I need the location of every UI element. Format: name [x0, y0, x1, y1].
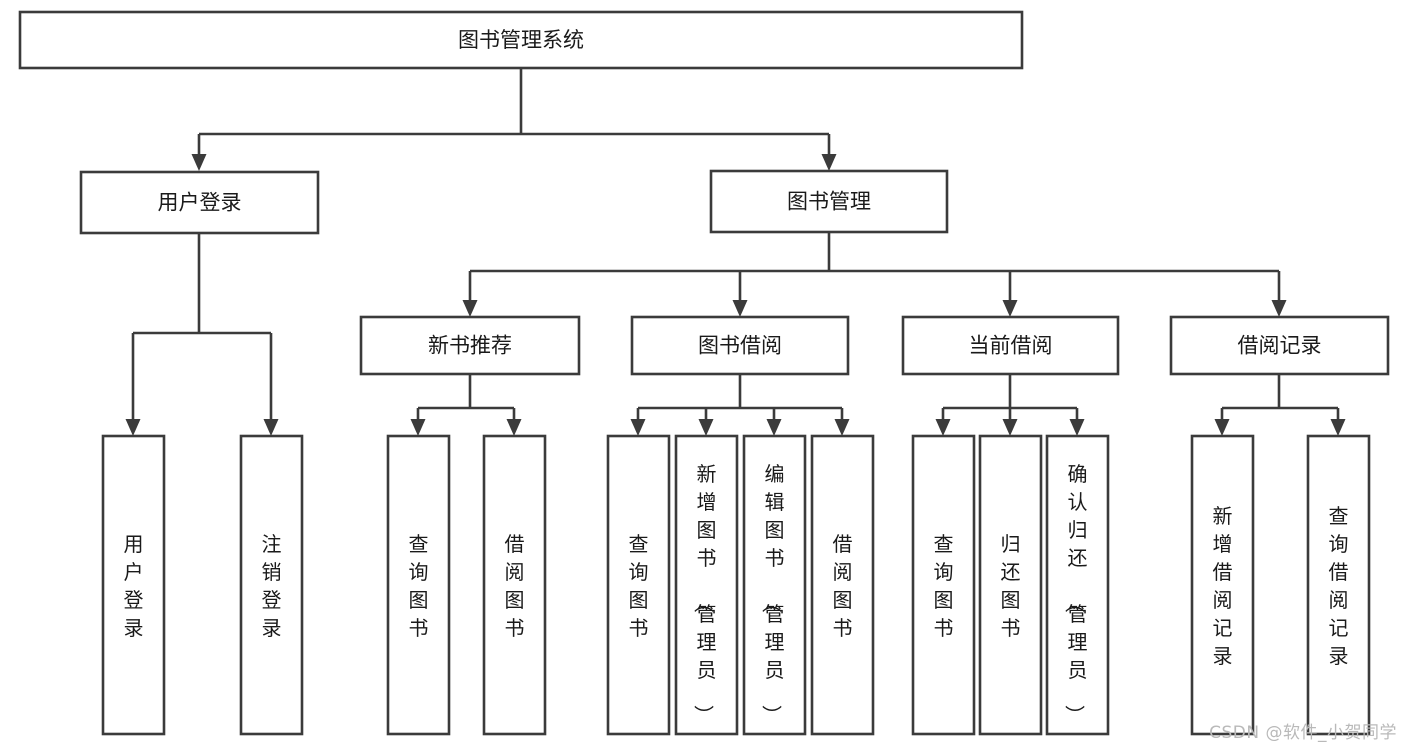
arrow-head-icon [263, 419, 279, 436]
node-box[interactable] [359, 315, 581, 376]
node-box[interactable] [1306, 434, 1371, 736]
node-current-borrow[interactable]: 当前借阅 [901, 315, 1120, 376]
node-leaf-add-record[interactable]: 新增借阅记录 [1190, 434, 1255, 736]
node-label: 查询借阅记录 [1329, 504, 1349, 668]
edge-group-current-borrow-to-leaves [935, 374, 1085, 436]
node-label: 图书管理系统 [458, 28, 584, 52]
edge-group-book-manage-to-level2 [462, 232, 1287, 317]
node-leaf-edit-book[interactable]: 编辑图书（管理员） [742, 434, 807, 736]
node-box[interactable] [810, 434, 875, 736]
node-label: 用户登录 [158, 191, 242, 215]
node-book-borrow[interactable]: 图书借阅 [630, 315, 850, 376]
node-label: 当前借阅 [969, 334, 1053, 358]
arrow-head-icon [630, 419, 646, 436]
node-box[interactable] [482, 434, 547, 736]
arrow-head-icon [462, 300, 478, 317]
arrow-head-icon [732, 300, 748, 317]
edge-group-book-borrow-to-leaves [630, 374, 850, 436]
arrow-head-icon [1271, 300, 1287, 317]
node-label: 归还图书 [1001, 532, 1021, 640]
node-label: 借阅图书 [505, 532, 525, 640]
node-label: 注销登录 [262, 532, 282, 640]
node-box[interactable] [386, 434, 451, 736]
node-label: 查询图书 [629, 532, 649, 640]
node-label: 查询图书 [409, 532, 429, 640]
node-leaf-return-book[interactable]: 归还图书 [978, 434, 1043, 736]
node-box[interactable] [911, 434, 976, 736]
node-box[interactable] [79, 170, 320, 235]
node-label: 查询图书 [934, 532, 954, 640]
node-boxes-layer: 图书管理系统用户登录图书管理新书推荐图书借阅当前借阅借阅记录用户登录注销登录查询… [18, 10, 1390, 736]
node-box[interactable] [742, 434, 807, 736]
node-leaf-borrow-book-2[interactable]: 借阅图书 [810, 434, 875, 736]
edge-group-user-login-to-leaves [125, 233, 279, 436]
node-box[interactable] [1169, 315, 1390, 376]
arrow-head-icon [766, 419, 782, 436]
node-label: 新书推荐 [428, 334, 512, 358]
edge-group-root-to-level1 [191, 68, 837, 171]
node-borrow-record[interactable]: 借阅记录 [1169, 315, 1390, 376]
node-leaf-query-book-2[interactable]: 查询图书 [606, 434, 671, 736]
node-box[interactable] [239, 434, 304, 736]
node-box[interactable] [978, 434, 1043, 736]
node-leaf-query-record[interactable]: 查询借阅记录 [1306, 434, 1371, 736]
arrow-head-icon [410, 419, 426, 436]
connector-lines-layer [125, 68, 1346, 436]
arrow-head-icon [935, 419, 951, 436]
csdn-watermark: CSDN @软件_小贺同学 [1209, 723, 1397, 743]
node-box[interactable] [606, 434, 671, 736]
node-box[interactable] [18, 10, 1024, 70]
node-user-login[interactable]: 用户登录 [79, 170, 320, 235]
node-label: 借阅图书 [833, 532, 853, 640]
arrow-head-icon [834, 419, 850, 436]
node-box[interactable] [674, 434, 739, 736]
arrow-head-icon [1002, 300, 1018, 317]
node-label: 图书管理 [787, 190, 871, 214]
arrow-head-icon [1214, 419, 1230, 436]
node-label: 新增图书（管理员） [692, 462, 717, 725]
node-box[interactable] [1045, 434, 1110, 736]
arrow-head-icon [506, 419, 522, 436]
node-leaf-query-book-3[interactable]: 查询图书 [911, 434, 976, 736]
arrow-head-icon [191, 154, 207, 171]
node-leaf-add-book[interactable]: 新增图书（管理员） [674, 434, 739, 736]
node-label: 图书借阅 [698, 334, 782, 358]
node-book-manage[interactable]: 图书管理 [709, 169, 949, 234]
node-leaf-borrow-book-1[interactable]: 借阅图书 [482, 434, 547, 736]
node-root[interactable]: 图书管理系统 [18, 10, 1024, 70]
node-label: 借阅记录 [1238, 334, 1322, 358]
arrow-head-icon [821, 154, 837, 171]
node-leaf-user-login[interactable]: 用户登录 [101, 434, 166, 736]
arrow-head-icon [1330, 419, 1346, 436]
node-label: 新增借阅记录 [1213, 504, 1233, 668]
arrow-head-icon [1069, 419, 1085, 436]
node-box[interactable] [709, 169, 949, 234]
node-box[interactable] [101, 434, 166, 736]
arrow-head-icon [698, 419, 714, 436]
node-new-book-rec[interactable]: 新书推荐 [359, 315, 581, 376]
arrow-head-icon [125, 419, 141, 436]
node-box[interactable] [630, 315, 850, 376]
node-box[interactable] [901, 315, 1120, 376]
arrow-head-icon [1002, 419, 1018, 436]
node-label: 编辑图书（管理员） [760, 462, 785, 725]
node-label: 确认归还（管理员） [1063, 462, 1088, 725]
node-leaf-query-book-1[interactable]: 查询图书 [386, 434, 451, 736]
node-box[interactable] [1190, 434, 1255, 736]
node-leaf-confirm-return[interactable]: 确认归还（管理员） [1045, 434, 1110, 736]
node-leaf-logout[interactable]: 注销登录 [239, 434, 304, 736]
edge-group-borrow-record-to-leaves [1214, 374, 1346, 436]
node-label: 用户登录 [124, 532, 144, 640]
edge-group-new-book-rec-to-leaves [410, 374, 522, 436]
